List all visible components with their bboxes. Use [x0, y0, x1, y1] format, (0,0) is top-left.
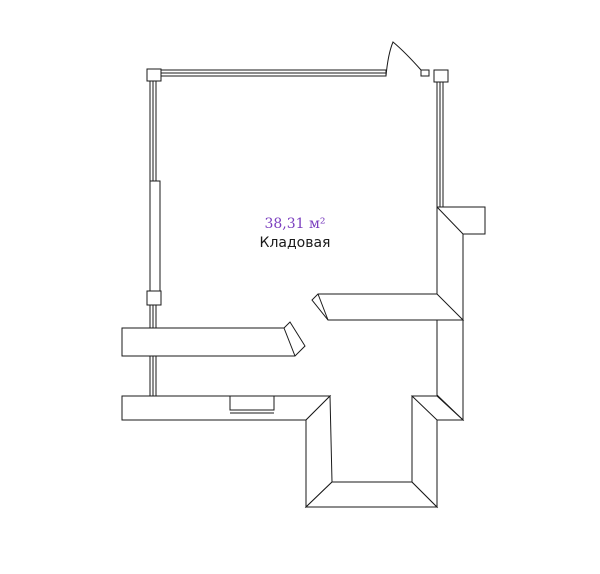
room-name-label: Кладовая [259, 235, 331, 251]
left-wall-solid [149, 180, 161, 292]
partition-middle [311, 293, 465, 321]
room-area-label: 38,31 м² [264, 216, 326, 232]
partition-left [121, 321, 306, 357]
bottom-left-wall [121, 395, 332, 421]
left-wall-upper [149, 80, 157, 182]
left-wall-lower [149, 304, 157, 331]
right-wall [436, 81, 444, 209]
column-left [146, 290, 162, 306]
column-top-right [420, 69, 449, 83]
bottom-alcove [304, 394, 465, 509]
top-wall [159, 69, 387, 77]
column-top-left [146, 68, 162, 82]
door-top [385, 41, 422, 77]
left-wall-bottom [149, 355, 157, 397]
